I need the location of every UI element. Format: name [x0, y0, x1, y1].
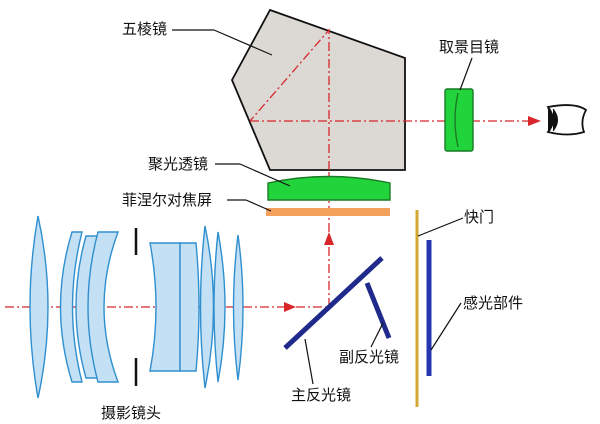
label-main-mirror-text: 主反光镜 [291, 386, 351, 404]
label-sub-mirror-text: 副反光镜 [339, 348, 399, 366]
eye-icon [546, 104, 588, 136]
axis-arrow-right [284, 302, 296, 312]
eyepiece-lens [444, 88, 474, 152]
main-mirror [283, 256, 384, 350]
fresnel-screen [266, 208, 390, 216]
axis-arrow-up [324, 232, 334, 245]
photo-lens-group [29, 215, 244, 399]
label-pentaprism-text: 五棱镜 [122, 20, 167, 38]
pentaprism [231, 8, 406, 171]
sub-mirror [364, 282, 392, 339]
label-eyepiece: 取景目镜 [439, 38, 499, 91]
label-photo-lens-text: 摄影镜头 [101, 404, 161, 422]
label-sensor-text: 感光部件 [463, 294, 523, 312]
label-photo-lens: 摄影镜头 [101, 404, 161, 422]
label-sensor: 感光部件 [430, 294, 523, 351]
label-condenser-text: 聚光透镜 [148, 155, 208, 173]
label-condenser: 聚光透镜 [148, 155, 291, 187]
axis-arrow-eye [528, 116, 541, 126]
label-eyepiece-text: 取景目镜 [439, 38, 499, 56]
label-sub-mirror: 副反光镜 [339, 322, 399, 366]
label-shutter: 快门 [417, 208, 494, 237]
condenser-lens [267, 175, 391, 201]
label-pentaprism: 五棱镜 [122, 20, 273, 56]
label-fresnel: 菲涅尔对焦屏 [122, 191, 272, 212]
label-fresnel-text: 菲涅尔对焦屏 [122, 191, 212, 209]
label-shutter-text: 快门 [464, 208, 494, 226]
label-main-mirror: 主反光镜 [291, 338, 351, 404]
optical-axis [5, 116, 541, 312]
